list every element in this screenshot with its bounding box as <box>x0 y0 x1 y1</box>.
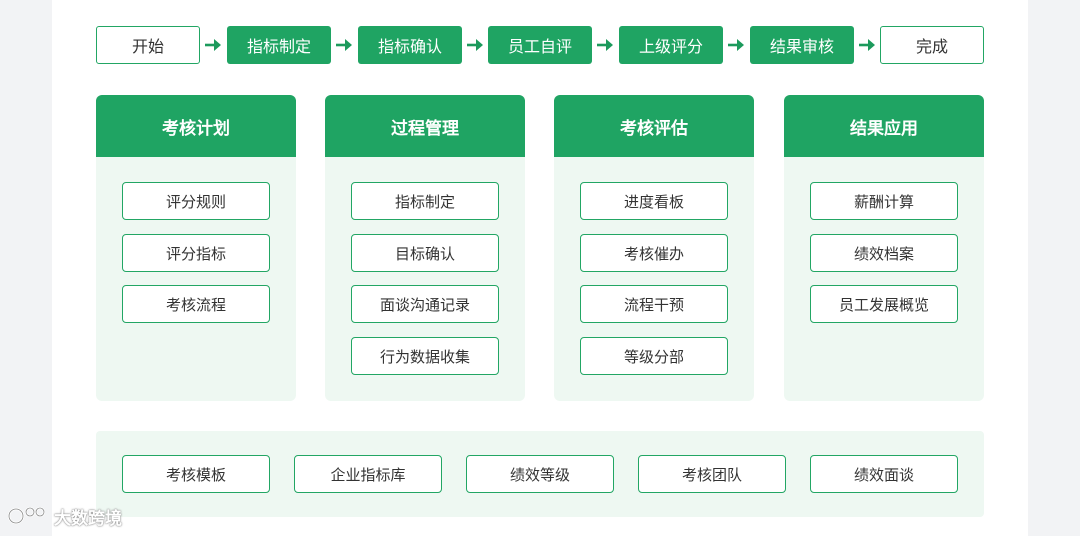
flow-step-label: 员工自评 <box>507 37 572 56</box>
column-evaluation: 考核评估 进度看板 考核催办 流程干预 等级分部 <box>554 95 754 401</box>
arrow-right-icon <box>336 39 352 51</box>
module-box: 流程干预 <box>580 285 728 323</box>
flow-step-indicator-setting: 指标制定 <box>227 26 331 64</box>
foundation-box: 绩效面谈 <box>810 455 958 493</box>
arrow-right-icon <box>597 39 613 51</box>
flow-step-start: 开始 <box>96 26 200 64</box>
flow-step-label: 完成 <box>915 37 948 56</box>
module-box: 考核流程 <box>122 285 270 323</box>
flow-step-result-audit: 结果审核 <box>750 26 854 64</box>
flow-step-label: 结果审核 <box>769 37 834 56</box>
flow-step-label: 开始 <box>131 37 164 56</box>
watermark-text: 大数跨境 <box>54 508 122 529</box>
flow-step-label: 指标制定 <box>246 37 311 56</box>
flow-step-complete: 完成 <box>880 26 984 64</box>
column-title: 考核计划 <box>96 95 296 157</box>
flow-step-manager-score: 上级评分 <box>619 26 723 64</box>
watermark: 大数跨境 <box>8 502 122 530</box>
flow-step-label: 指标确认 <box>377 37 442 56</box>
module-box: 指标制定 <box>351 182 499 220</box>
module-box: 面谈沟通记录 <box>351 285 499 323</box>
module-box: 评分规则 <box>122 182 270 220</box>
foundation-band: 考核模板 企业指标库 绩效等级 考核团队 绩效面谈 <box>96 431 984 517</box>
foundation-box: 考核模板 <box>122 455 270 493</box>
column-application: 结果应用 薪酬计算 绩效档案 员工发展概览 <box>784 95 984 401</box>
column-title: 过程管理 <box>325 95 525 157</box>
module-box: 员工发展概览 <box>810 285 958 323</box>
column-title: 考核评估 <box>554 95 754 157</box>
column-plan: 考核计划 评分规则 评分指标 考核流程 <box>96 95 296 401</box>
module-box: 评分指标 <box>122 234 270 272</box>
arrow-right-icon <box>859 39 875 51</box>
module-box: 考核催办 <box>580 234 728 272</box>
module-box: 绩效档案 <box>810 234 958 272</box>
foundation-box: 考核团队 <box>638 455 786 493</box>
watermark-logo-icon <box>8 506 46 525</box>
module-box: 目标确认 <box>351 234 499 272</box>
module-box: 进度看板 <box>580 182 728 220</box>
module-box: 行为数据收集 <box>351 337 499 375</box>
flow-step-indicator-confirm: 指标确认 <box>358 26 462 64</box>
module-box: 薪酬计算 <box>810 182 958 220</box>
arrow-right-icon <box>467 39 483 51</box>
module-box: 等级分部 <box>580 337 728 375</box>
arrow-right-icon <box>728 39 744 51</box>
flow-step-self-review: 员工自评 <box>488 26 592 64</box>
column-title: 结果应用 <box>784 95 984 157</box>
arrow-right-icon <box>205 39 221 51</box>
foundation-box: 企业指标库 <box>294 455 442 493</box>
column-process: 过程管理 指标制定 目标确认 面谈沟通记录 行为数据收集 <box>325 95 525 401</box>
foundation-box: 绩效等级 <box>466 455 614 493</box>
flow-step-label: 上级评分 <box>638 37 703 56</box>
